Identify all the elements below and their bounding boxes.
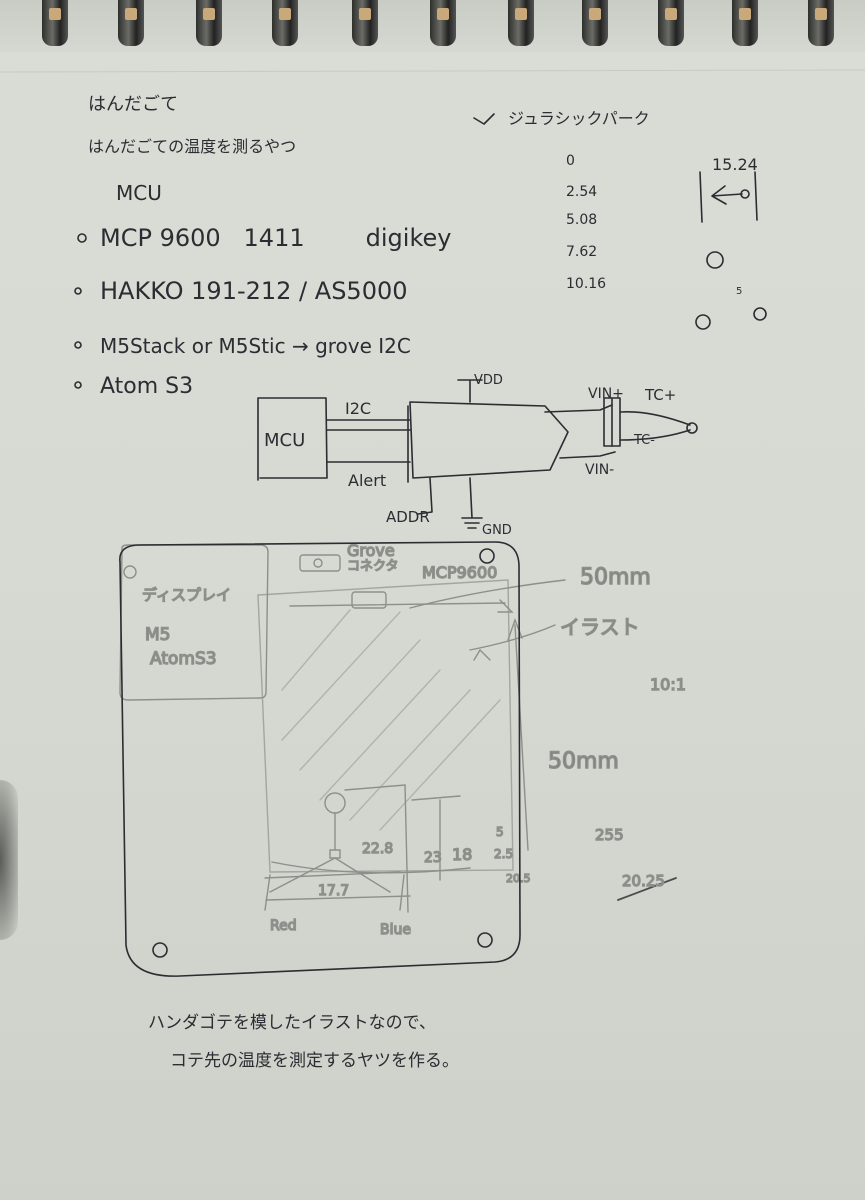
display-label-1: ディスプレイ xyxy=(142,586,231,604)
title: はんだごて xyxy=(88,94,178,115)
caption-line-1: ハンダゴテを模したイラストなので、 xyxy=(148,1012,436,1033)
binding-ring xyxy=(196,0,222,46)
pitch-value-3: 7.62 xyxy=(566,244,597,260)
schematic-vin-minus-label: VIN- xyxy=(585,462,614,478)
i2c-wires xyxy=(326,419,411,431)
bullet-3 xyxy=(74,341,82,349)
dim-2-5: 2.5 xyxy=(494,847,513,861)
schematic-alert-label: Alert xyxy=(348,471,386,490)
mcp9600-block xyxy=(409,401,569,479)
bullet-4 xyxy=(74,381,82,389)
binding-hole xyxy=(589,8,601,20)
pitch-value-4: 10.16 xyxy=(566,276,606,292)
bullet-1 xyxy=(77,233,87,243)
list-item-2: HAKKO 191-212 / AS5000 xyxy=(100,277,408,305)
binding-ring xyxy=(732,0,758,46)
ratio-label: 10:1 xyxy=(650,675,686,694)
dim-5: 5 xyxy=(496,825,504,839)
dim-18: 18 xyxy=(452,845,472,864)
binding-ring xyxy=(808,0,834,46)
blue-label: Blue xyxy=(380,922,411,938)
binding-hole xyxy=(665,8,677,20)
schematic-tc-plus-label: TC+ xyxy=(644,386,676,404)
display-label-2: M5 xyxy=(145,625,170,645)
list-item-1: MCP 9600 1411 digikey xyxy=(100,224,451,252)
binding-hole xyxy=(815,8,827,20)
binding-ring xyxy=(118,0,144,46)
mcu-box xyxy=(257,397,328,481)
binding-hole xyxy=(203,8,215,20)
grove-label: Grove xyxy=(347,541,395,560)
dim-50mm-top: 50mm xyxy=(580,565,651,590)
dim-17-7: 17.7 xyxy=(318,883,349,899)
binding-hole xyxy=(125,8,137,20)
binding-hole xyxy=(515,8,527,20)
binding-ring xyxy=(430,0,456,46)
pencil-board-drawing: Grove コネクタ MCP9600 ディスプレイ M5 AtomS3 50mm… xyxy=(119,540,687,939)
mcp-board-outline xyxy=(257,579,514,873)
page-edge-shadow xyxy=(0,780,18,940)
small-label-5: 5 xyxy=(736,286,742,297)
binding-hole xyxy=(359,8,371,20)
binding-ring xyxy=(582,0,608,46)
red-label: Red xyxy=(270,918,297,934)
schematic-i2c-label: I2C xyxy=(345,399,371,418)
schematic-gnd-label: GND xyxy=(482,523,512,538)
binding-ring xyxy=(352,0,378,46)
pitch-value-0: 0 xyxy=(566,153,575,169)
screw-hole-bottom-left xyxy=(152,942,168,958)
value-255: 255 xyxy=(595,826,624,844)
dim-20-5: 20.5 xyxy=(506,872,531,885)
binding-ring xyxy=(508,0,534,46)
binding-ring xyxy=(42,0,68,46)
dim-50mm-side: 50mm xyxy=(548,749,619,774)
list-item-3: M5Stack or M5Stic → grove I2C xyxy=(100,334,411,358)
pitch-value-2: 5.08 xyxy=(566,212,597,228)
schematic-vdd-label: VDD xyxy=(474,373,503,388)
illust-label: イラスト xyxy=(560,615,640,639)
display-outline xyxy=(119,544,269,701)
spiral-binding xyxy=(0,0,865,52)
binding-hole xyxy=(279,8,291,20)
connector-label: コネクタ xyxy=(347,559,398,574)
case-outline xyxy=(119,541,521,977)
list-item-4: Atom S3 xyxy=(100,374,193,399)
screw-hole-bottom-right xyxy=(477,932,493,948)
binding-ring xyxy=(272,0,298,46)
dim-22-8: 22.8 xyxy=(362,841,393,857)
schematic-tc-minus-label: TC- xyxy=(633,433,655,448)
binding-hole xyxy=(49,8,61,20)
bullet-2 xyxy=(74,287,82,295)
pitch-value-1: 2.54 xyxy=(566,184,597,200)
caption-line-2: コテ先の温度を測定するヤツを作る。 xyxy=(170,1051,459,1071)
subtitle: はんだごての温度を測るやつ xyxy=(88,137,296,156)
binding-hole xyxy=(739,8,751,20)
screw-hole-top-right xyxy=(479,548,495,564)
binding-hole xyxy=(437,8,449,20)
binding-ring xyxy=(658,0,684,46)
grove-connector-shape xyxy=(299,554,341,572)
value-20-25: 20.25 xyxy=(622,872,665,890)
mcp9600-label: MCP9600 xyxy=(422,563,497,582)
display-label-3: AtomS3 xyxy=(150,649,217,669)
pitch-total: 15.24 xyxy=(712,155,758,174)
schematic-mcu-label: MCU xyxy=(264,430,305,451)
schematic-vin-plus-label: VIN+ xyxy=(588,386,624,402)
mcu-heading: MCU xyxy=(116,181,162,205)
ink-notes: はんだごて はんだごての温度を測るやつ MCU MCP 9600 1411 di… xyxy=(74,94,767,1071)
schematic-addr-label: ADDR xyxy=(386,508,430,526)
dim-23: 23 xyxy=(424,850,442,866)
jurassic-park: ジュラシックパーク xyxy=(508,109,650,128)
